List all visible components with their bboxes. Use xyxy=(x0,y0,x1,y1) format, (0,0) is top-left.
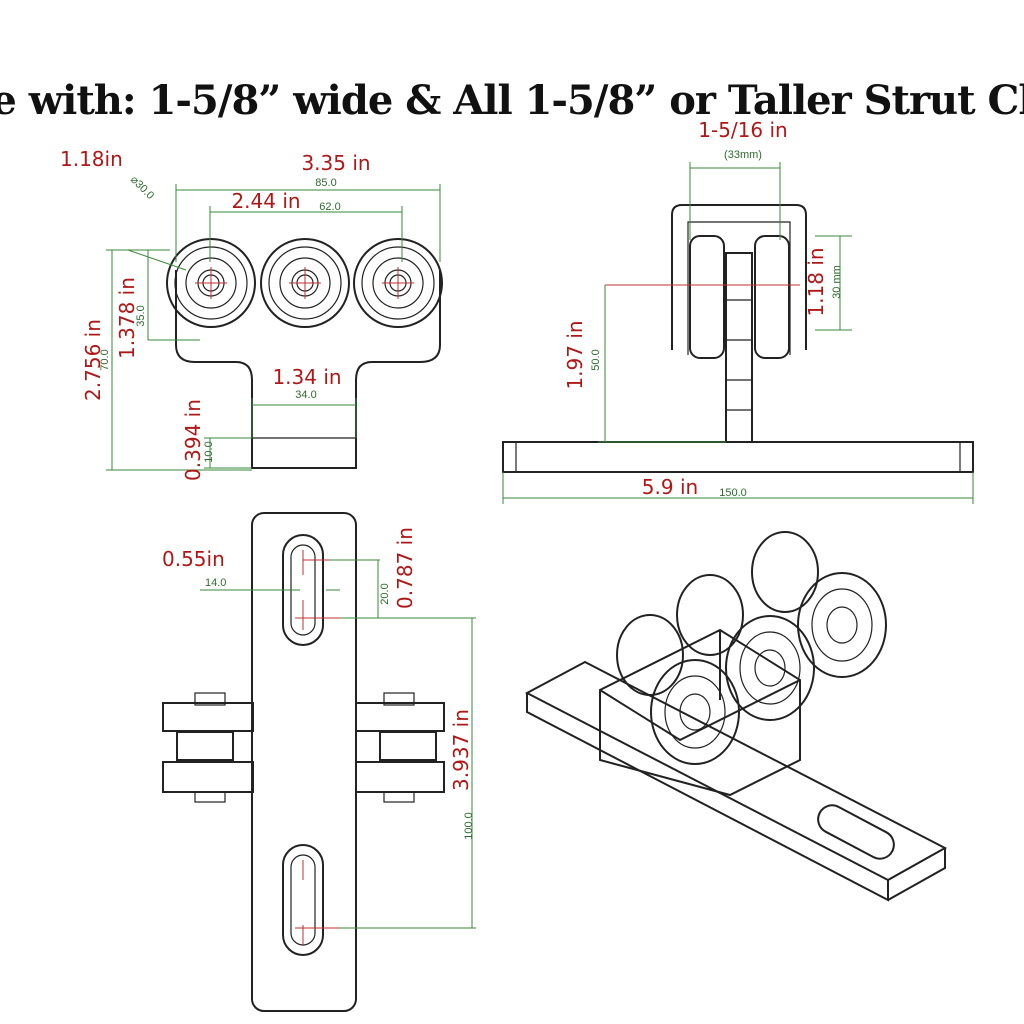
iso-housing xyxy=(599,628,801,797)
front-dimension-lines xyxy=(106,184,441,471)
side-base-edges xyxy=(515,442,961,472)
front-wheel-spacing-mm: 62.0 xyxy=(319,201,340,213)
front-overall-width-mm: 85.0 xyxy=(315,177,336,189)
front-wheel-dia-mm: ⌀30.0 xyxy=(128,174,156,202)
front-body-outline xyxy=(175,270,441,469)
front-wheel-dia-label: 1.18in xyxy=(60,147,123,171)
top-center-marks xyxy=(295,550,472,945)
front-center-marks xyxy=(195,267,414,299)
front-overall-height-label: 2.756 in xyxy=(81,319,105,401)
iso-base-plate xyxy=(524,660,948,902)
isometric-view xyxy=(524,531,948,902)
side-base-length-label: 5.9 in xyxy=(642,475,698,499)
side-base-plate xyxy=(502,441,974,473)
top-wheels-right xyxy=(355,692,445,803)
top-slot-lower xyxy=(282,844,324,956)
iso-wheels-back xyxy=(616,531,819,696)
top-slot-length-label: 0.787 in xyxy=(393,527,417,609)
side-stem-lines xyxy=(726,299,752,411)
side-wheel-height-label: 1.18 in xyxy=(804,247,828,316)
side-wheel-height-mm: 30 mm xyxy=(831,265,843,299)
front-wheel-height-label: 1.378 in xyxy=(115,277,139,359)
side-stem xyxy=(725,252,753,443)
top-view: 0.55in 14.0 0.787 in 20.0 3.937 in 100.0 xyxy=(162,512,476,1012)
iso-slot xyxy=(817,804,895,860)
side-channel-width-mm: (33mm) xyxy=(724,149,762,161)
top-slot-width-mm: 14.0 xyxy=(205,577,226,589)
side-view: 1-5/16 in (33mm) 1.18 in 30 mm 1.97 in 5… xyxy=(502,118,974,504)
top-plate xyxy=(251,512,357,1012)
side-wheel-left xyxy=(689,235,725,359)
top-wheels-left xyxy=(162,692,254,803)
front-stem-width-mm: 34.0 xyxy=(295,389,316,401)
front-wheel-spacing-label: 2.44 in xyxy=(231,189,300,213)
top-slot-width-label: 0.55in xyxy=(162,547,225,571)
side-stem-height-mm: 50.0 xyxy=(590,349,602,370)
top-dimension-lines xyxy=(200,559,476,929)
side-housing-inner xyxy=(687,221,791,355)
page-title: For use with: 1-5/8” wide & All 1-5/8” o… xyxy=(0,77,1024,124)
side-wheel-right xyxy=(754,235,790,359)
side-housing xyxy=(671,204,807,350)
front-overall-height-mm: 70.0 xyxy=(99,349,111,370)
side-base-length-mm: 150.0 xyxy=(719,487,747,499)
top-slot-length-mm: 20.0 xyxy=(379,583,391,604)
top-slot-spacing-mm: 100.0 xyxy=(463,812,475,840)
front-wheel-height-mm: 35.0 xyxy=(135,305,147,326)
top-slot-spacing-label: 3.937 in xyxy=(449,709,473,791)
front-stem-width-label: 1.34 in xyxy=(272,365,341,389)
side-channel-width-label: 1-5/16 in xyxy=(698,118,787,142)
front-view: 1.18in ⌀30.0 3.35 in 85.0 2.44 in 62.0 2… xyxy=(60,147,443,481)
front-plate-thickness-mm: 10.0 xyxy=(203,441,215,462)
side-dimension-lines xyxy=(502,162,974,504)
side-stem-height-label: 1.97 in xyxy=(563,320,587,389)
iso-wheels-front xyxy=(650,572,887,765)
front-plate-thickness-label: 0.394 in xyxy=(181,399,205,481)
front-overall-width-label: 3.35 in xyxy=(301,151,370,175)
